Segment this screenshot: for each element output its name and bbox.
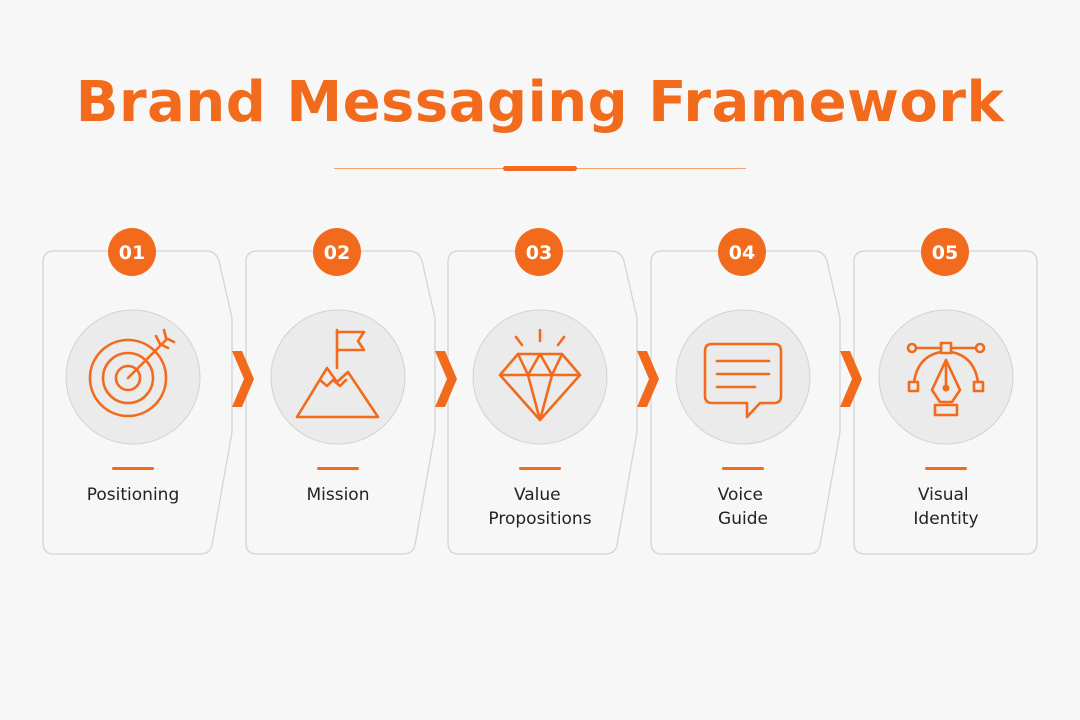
- step-number: 02: [324, 242, 350, 264]
- chevron-right-icon: [840, 351, 862, 407]
- step-label: Mission: [306, 485, 369, 505]
- mountain-flag-icon: [295, 328, 380, 419]
- step-number: 01: [119, 242, 145, 264]
- step-number: 03: [526, 242, 552, 264]
- label-dash: [317, 467, 359, 470]
- label-dash: [519, 467, 561, 470]
- step-card-mission: 02 Mission: [245, 228, 436, 555]
- page-title: Brand Messaging Framework: [75, 70, 1005, 135]
- title-divider-accent: [503, 166, 577, 171]
- pen-tool-icon: [906, 341, 986, 417]
- step-label: Value Propositions: [488, 485, 591, 529]
- icon-circle: [675, 309, 811, 445]
- step-card-value-propositions: 03 Value Propositions: [447, 228, 638, 555]
- diamond-icon: [498, 328, 582, 422]
- step-number: 04: [729, 242, 755, 264]
- step-label: Visual Identity: [913, 485, 978, 529]
- step-label: Positioning: [87, 485, 179, 505]
- step-card-visual-identity: 05 Visual Identity: [853, 228, 1038, 555]
- step-card-voice-guide: 04 Voice Guide: [650, 228, 841, 555]
- target-icon: [88, 328, 176, 418]
- icon-circle: [270, 309, 406, 445]
- label-dash: [722, 467, 764, 470]
- label-dash: [112, 467, 154, 470]
- chevron-right-icon: [232, 351, 254, 407]
- step-number: 05: [932, 242, 958, 264]
- speech-bubble-icon: [703, 342, 783, 419]
- label-dash: [925, 467, 967, 470]
- step-label: Voice Guide: [718, 485, 769, 529]
- chevron-right-icon: [637, 351, 659, 407]
- icon-circle: [65, 309, 201, 445]
- icon-circle: [472, 309, 608, 445]
- step-card-positioning: 01 Positioning: [42, 228, 233, 555]
- chevron-right-icon: [435, 351, 457, 407]
